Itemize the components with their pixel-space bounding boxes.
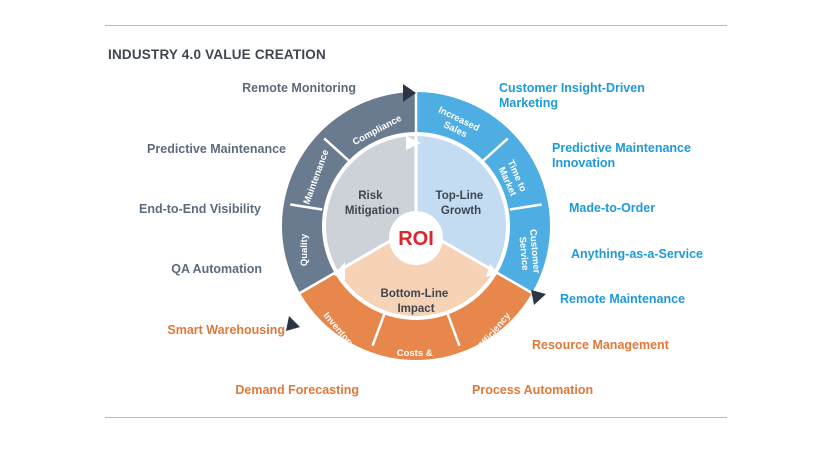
top-rule: [105, 25, 727, 26]
pm-innovation-line-1: Predictive Maintenance: [552, 141, 691, 155]
diagram-title: INDUSTRY 4.0 VALUE CREATION: [108, 47, 326, 62]
ring-dividers: [290, 92, 542, 347]
label-pm-innovation: Predictive Maintenance Innovation: [552, 141, 691, 171]
label-end-to-end-visibility: End-to-End Visibility: [139, 202, 261, 216]
costs-line-1: Costs &: [397, 348, 433, 359]
risk-line-2: Mitigation: [345, 205, 399, 217]
outer-ring: [281, 92, 551, 361]
top-line-2: Growth: [441, 205, 481, 217]
label-predictive-maintenance: Predictive Maintenance: [147, 142, 286, 156]
customer-insight-line-2: Marketing: [499, 96, 559, 110]
label-customer-insight: Customer Insight-Driven Marketing: [499, 81, 645, 111]
pm-innovation-line-2: Innovation: [552, 156, 616, 170]
bottom-line-1: Bottom-Line: [381, 288, 449, 300]
risk-mitigation-label: Risk Mitigation: [345, 190, 399, 217]
arrow-left-icon: [334, 262, 345, 280]
top-line-growth-label: Top-Line Growth: [436, 190, 487, 217]
label-made-to-order: Made-to-Order: [569, 201, 656, 215]
segment-quality: Quality: [299, 233, 310, 266]
costs-line-2: Profitability: [390, 360, 443, 371]
label-resource-management: Resource Management: [532, 338, 669, 352]
arrowhead-left-icon: [286, 316, 300, 331]
label-remote-monitoring: Remote Monitoring: [242, 81, 356, 95]
label-qa-automation: QA Automation: [171, 262, 262, 276]
outer-flow-arrows: [286, 84, 546, 331]
bottom-line-impact-label: Bottom-Line Impact: [381, 288, 452, 315]
risk-line-1: Risk: [358, 190, 383, 202]
arrowhead-right-icon: [531, 290, 546, 305]
arrowhead-top-icon: [403, 84, 416, 102]
outer-orange-sector: [299, 273, 533, 361]
roi-circle: [389, 211, 443, 265]
label-process-automation: Process Automation: [472, 383, 594, 397]
arrow-up-icon: [406, 136, 421, 150]
bottom-line-2: Impact: [397, 303, 434, 315]
roi-label: ROI: [398, 228, 434, 250]
label-smart-warehousing: Smart Warehousing: [167, 323, 285, 337]
outer-gray-sector: [281, 92, 416, 293]
label-demand-forecasting: Demand Forecasting: [235, 383, 359, 397]
label-remote-maintenance: Remote Maintenance: [560, 292, 686, 306]
customer-service-line-1: Customer: [527, 229, 542, 274]
customer-insight-line-1: Customer Insight-Driven: [499, 81, 645, 95]
bottom-rule: [105, 417, 727, 418]
arrow-down-right-icon: [486, 264, 499, 277]
customer-service-line-2: Service: [517, 236, 531, 271]
segment-costs-profitability: Costs & Profitability: [390, 348, 443, 371]
segment-customer-service: Customer Service: [516, 229, 542, 278]
inner-flow-arrows: [334, 136, 499, 280]
inner-bottom-sector: [338, 226, 494, 316]
top-line-1: Top-Line: [436, 190, 484, 202]
label-anything-as-a-service: Anything-as-a-Service: [571, 247, 703, 261]
outer-blue-sector: [416, 92, 551, 293]
